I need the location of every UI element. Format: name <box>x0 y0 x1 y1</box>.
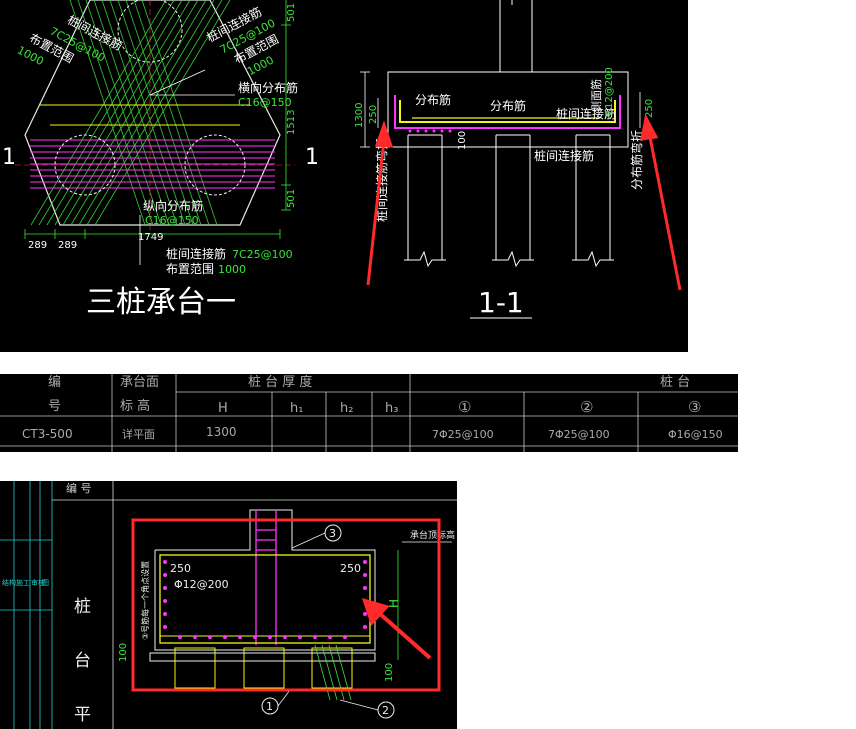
section-title: 1-1 <box>478 286 524 319</box>
side-title-1: 桩 <box>74 597 91 617</box>
dim-289-a: 289 <box>28 240 47 251</box>
bottom-dim-H: H <box>387 599 401 608</box>
dim-501-bottom: 501 <box>286 189 297 208</box>
table-head-rebar: 桩 台 <box>660 375 690 390</box>
table-head-no: 编 <box>48 375 61 390</box>
label-transverse-spec: C16@150 <box>238 96 292 109</box>
sec-dist-2: 分布筋 <box>490 98 526 113</box>
sec-side-spec: C12@200 <box>604 67 615 116</box>
bottom-vertical-note: ③号筋每一个角点设置 <box>140 561 150 640</box>
bottom-rebar-spec: Φ12@200 <box>174 578 229 591</box>
table-cell-c3: Φ16@150 <box>668 428 723 441</box>
table-cell-no: CT3-500 <box>22 427 73 441</box>
table-cell-elev: 详平面 <box>122 427 155 441</box>
table-cell-H: 1300 <box>206 425 237 439</box>
sec-dim-100: 100 <box>457 131 468 150</box>
sec-vert-right: 分布筋弯折 <box>629 130 644 190</box>
parameter-table: 编 承台面 桩 台 厚 度 桩 台 号 标 高 H h₁ h₂ h₃ ① ② ③… <box>0 374 738 452</box>
dim-1749: 1749 <box>138 232 163 243</box>
dim-289-b: 289 <box>58 240 77 251</box>
section-1-1: 分布筋 分布筋 桩间连接筋 桩间连接筋 侧面筋 C12@200 1300 250… <box>354 0 682 319</box>
bottom-dim-100-right: 100 <box>384 663 395 682</box>
table-cell-c1: 7Φ25@100 <box>432 428 494 441</box>
table-head-thick: 桩 台 厚 度 <box>248 374 312 390</box>
bottom-dim-250-right: 250 <box>340 562 361 575</box>
table-sub-h1: h₁ <box>290 401 303 416</box>
sec-dim-250-left: 250 <box>368 105 379 124</box>
table-head-elev: 承台面 <box>120 375 159 390</box>
dim-1513: 1513 <box>286 110 297 135</box>
table-sub-h3: h₃ <box>385 401 398 416</box>
table-cell-c2: 7Φ25@100 <box>548 428 610 441</box>
bottom-dim-250-left: 250 <box>170 562 191 575</box>
section-mark-right: 1 <box>305 145 319 170</box>
circle-3: 3 <box>329 527 336 540</box>
svg-text:施工: 施工 <box>16 578 30 587</box>
side-title-3: 平 <box>74 705 91 725</box>
table-sub-no: 号 <box>48 399 61 414</box>
bottom-cap-top-label: 承台顶标高 <box>410 529 455 541</box>
label-transverse: 横向分布筋 <box>238 80 298 95</box>
label-longitudinal: 纵向分布筋 <box>143 198 203 213</box>
section-mark-left: 1 <box>2 145 16 170</box>
svg-text:图: 图 <box>42 579 49 587</box>
svg-text:结构: 结构 <box>2 578 16 587</box>
label-bottom-range: 布置范围 <box>166 262 214 276</box>
sec-dist-1: 分布筋 <box>415 92 451 107</box>
sec-dim-1300: 1300 <box>354 103 365 128</box>
table-sub-elev: 标 高 <box>120 398 150 414</box>
table-sub-c3: ③ <box>688 398 701 416</box>
table-sub-c1: ① <box>458 398 471 416</box>
sec-pile-conn: 桩间连接筋 <box>556 106 616 121</box>
table-sub-H: H <box>218 401 228 416</box>
table-sub-c2: ② <box>580 398 593 416</box>
table-sub-h2: h₂ <box>340 401 353 416</box>
sec-side-rebar: 侧面筋 <box>589 79 603 112</box>
bottom-header-partial: 编 号 <box>66 481 92 495</box>
side-title-2: 台 <box>74 651 91 671</box>
label-bottom-conn: 桩间连接筋 <box>166 246 226 261</box>
bottom-detail: 结构施工审核图 编 号 桩 台 平 <box>0 481 457 729</box>
svg-text:审核: 审核 <box>31 578 45 587</box>
highlight-frame <box>131 518 441 692</box>
dim-501-top: 501 <box>286 3 297 22</box>
sec-pile-conn-2: 桩间连接筋 <box>534 148 594 163</box>
label-longitudinal-spec: C16@150 <box>145 214 199 227</box>
sec-dim-250-right: 250 <box>644 99 655 118</box>
circle-1: 1 <box>266 700 273 713</box>
bottom-dim-100-left: 100 <box>118 643 129 662</box>
pile-cap-title: 三桩承台一 <box>86 285 236 320</box>
label-bottom-conn-spec: 7C25@100 <box>232 248 293 261</box>
circle-2: 2 <box>382 704 389 717</box>
label-bottom-range-value: 1000 <box>218 263 246 276</box>
